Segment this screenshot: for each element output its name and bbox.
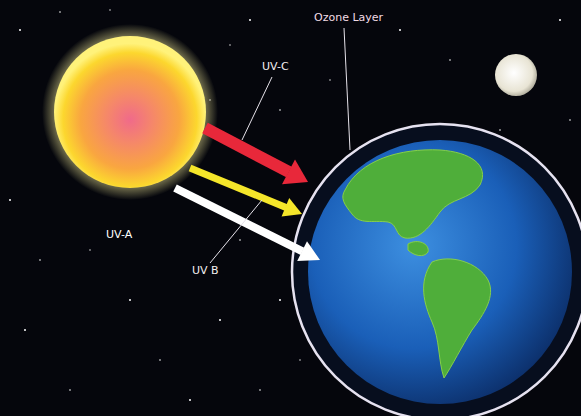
sun: [42, 24, 218, 200]
uv-rays: [175, 128, 320, 261]
ray-label: UV-C: [262, 60, 289, 73]
leader-lines: [210, 28, 350, 263]
earth: [292, 124, 581, 416]
ray-label: UV-A: [106, 228, 132, 241]
ray-label: Ozone Layer: [314, 11, 383, 24]
moon: [495, 54, 537, 96]
ray-label: UV B: [192, 264, 219, 277]
